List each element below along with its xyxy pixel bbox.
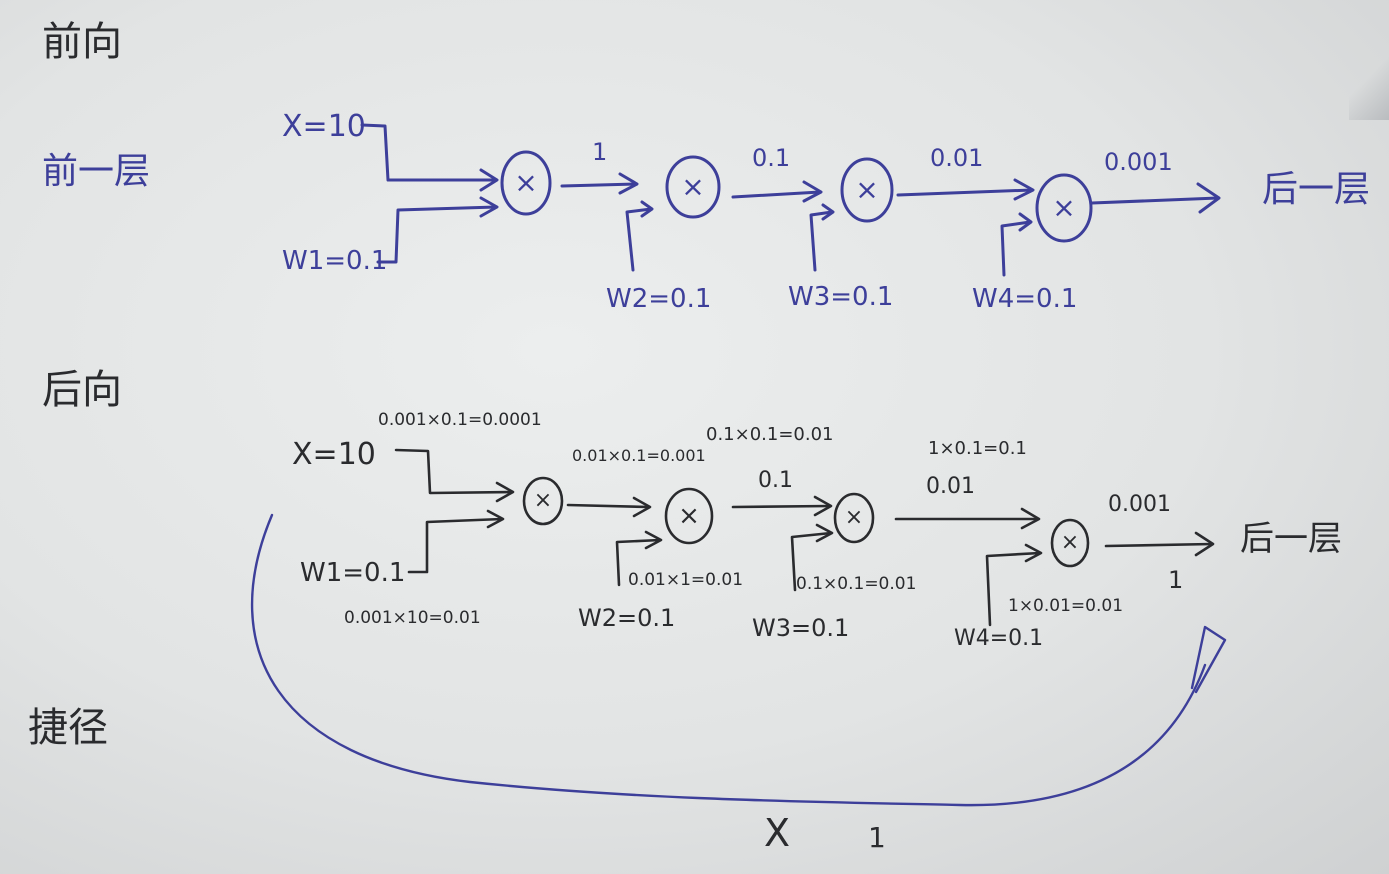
forward-x-label: X=10	[282, 109, 366, 144]
forward-graph	[360, 123, 1221, 277]
forward-edge-3	[896, 188, 1034, 197]
forward-output-edge	[1090, 196, 1220, 205]
forward-w1-label: W1=0.1	[282, 246, 388, 276]
backward-edge-2	[731, 504, 832, 509]
backward-grad-w1: 0.001×10=0.01	[344, 608, 481, 628]
forward-edge-4-value: 0.001	[1104, 148, 1173, 176]
forward-x-arrow	[360, 123, 498, 182]
heading-prev-layer: 前一层	[42, 151, 151, 192]
backward-x-arrow	[394, 448, 514, 495]
forward-node-1	[500, 150, 552, 216]
backward-grad-node4-top: 1×0.1=0.1	[928, 438, 1027, 459]
shortcut-value: 1	[868, 821, 886, 854]
backward-edge-3-value: 0.01	[926, 474, 975, 499]
forward-edge-3-value: 0.01	[930, 144, 984, 172]
forward-w2-label: W2=0.1	[606, 284, 712, 314]
backward-node-2-symbol: ×	[678, 501, 700, 531]
forward-node-2	[665, 155, 721, 219]
backward-edge-1	[566, 503, 651, 509]
backward-w3-label: W3=0.1	[752, 614, 850, 642]
backward-grad-w3: 0.1×0.1=0.01	[796, 574, 917, 594]
backward-node-3	[833, 492, 875, 544]
backward-w2-arrow	[615, 538, 662, 587]
backward-node-2	[664, 487, 714, 545]
backward-grad-x: 0.001×0.1=0.0001	[378, 410, 542, 430]
shortcut-label: X	[764, 811, 791, 855]
heading-shortcut: 捷径	[28, 705, 108, 751]
backward-edge-2-value: 0.1	[758, 468, 793, 493]
forward-w2-arrow	[625, 207, 653, 272]
backward-w4-label: W4=0.1	[954, 626, 1044, 651]
backward-grad-node3-top: 0.1×0.1=0.01	[706, 424, 834, 445]
backward-next-layer: 后一层	[1240, 519, 1342, 559]
backward-x-label: X=10	[292, 437, 376, 472]
forward-w3-arrow	[809, 210, 834, 272]
forward-next-layer: 后一层	[1262, 169, 1371, 210]
forward-edge-1-value: 1	[592, 138, 608, 166]
backward-w4-arrow	[985, 551, 1042, 627]
backward-grad-w4: 1×0.01=0.01	[1008, 596, 1124, 616]
forward-edge-2	[731, 190, 822, 199]
forward-w3-label: W3=0.1	[788, 282, 894, 312]
backward-w3-arrow	[790, 531, 833, 592]
backward-output-grad: 1	[1168, 566, 1184, 594]
forward-edge-1	[560, 182, 638, 188]
forward-w1-arrow	[376, 205, 498, 264]
backward-w2-label: W2=0.1	[578, 604, 676, 632]
forward-node-3	[840, 157, 894, 223]
backward-output-edge	[1104, 542, 1214, 548]
forward-node-3-symbol: ×	[855, 173, 879, 206]
heading-forward: 前向	[42, 19, 122, 65]
backward-w1-arrow	[407, 517, 504, 574]
backward-node-4-symbol: ×	[1060, 530, 1080, 555]
backward-edge-4-value: 0.001	[1108, 492, 1171, 517]
backward-graph	[394, 448, 1215, 627]
forward-w4-arrow	[1000, 220, 1032, 277]
forward-node-4	[1035, 173, 1093, 243]
shortcut-path	[250, 513, 1227, 807]
backward-grad-w2: 0.01×1=0.01	[628, 570, 744, 590]
forward-w4-label: W4=0.1	[972, 284, 1078, 314]
backward-node-1	[522, 476, 564, 526]
forward-node-2-symbol: ×	[681, 170, 705, 203]
backward-node-1-symbol: ×	[533, 488, 553, 513]
backward-node-3-symbol: ×	[844, 505, 864, 530]
backward-w1-label: W1=0.1	[300, 558, 406, 588]
forward-node-4-symbol: ×	[1052, 191, 1076, 224]
forward-edge-2-value: 0.1	[752, 144, 791, 172]
backward-grad-node2-top: 0.01×0.1=0.001	[572, 446, 706, 465]
heading-backward: 后向	[42, 367, 122, 413]
forward-node-1-symbol: ×	[514, 166, 538, 199]
backward-node-4	[1050, 518, 1090, 568]
